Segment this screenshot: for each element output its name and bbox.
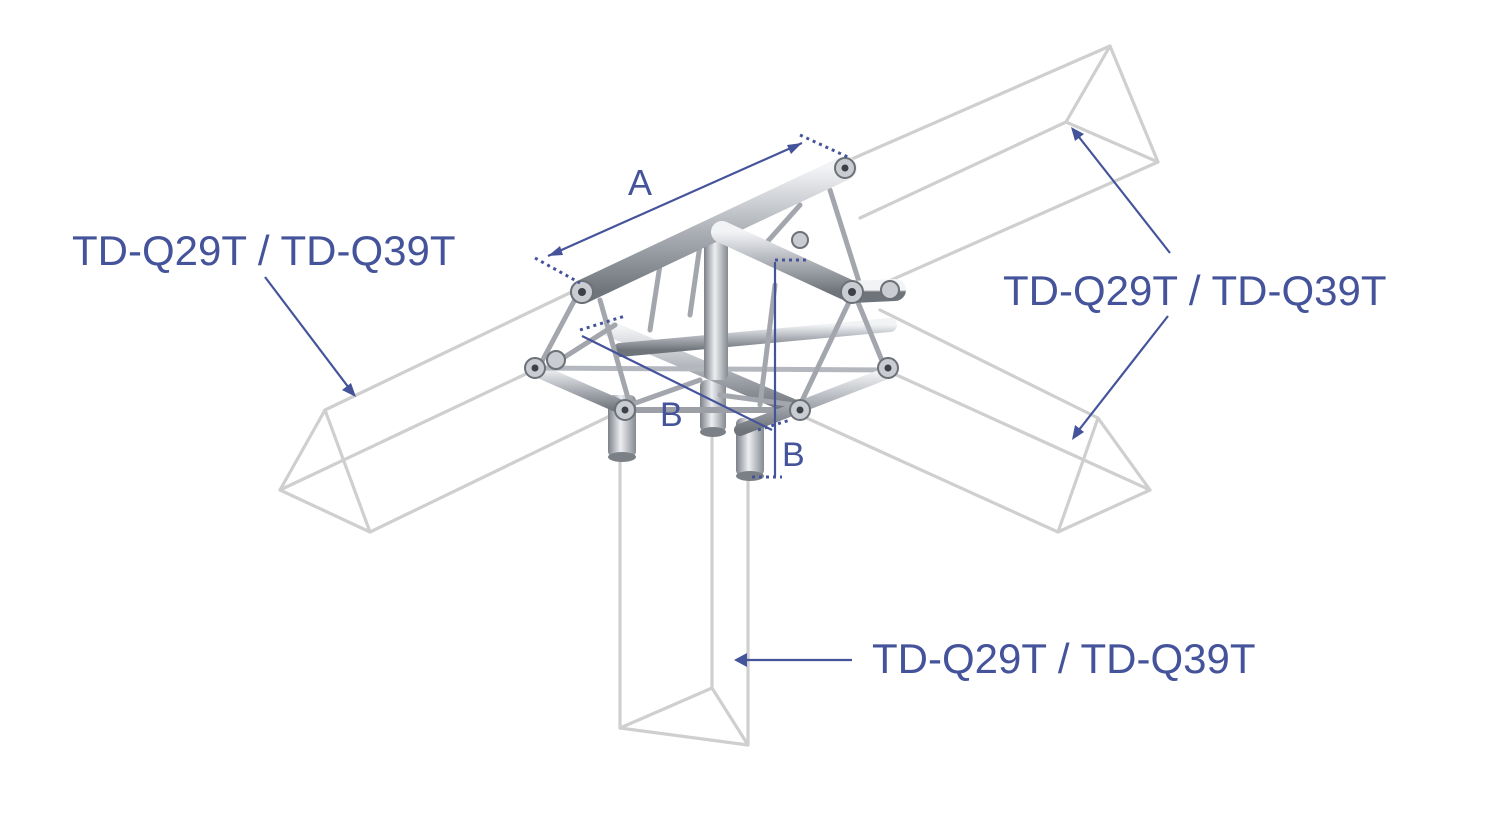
- central-post: [704, 240, 728, 380]
- callout-right: TD-Q29T / TD-Q39T: [1003, 127, 1387, 440]
- top-chord-cross: [711, 221, 863, 303]
- dimension-b-vertical-label: B: [782, 436, 805, 474]
- dimension-a: A: [534, 133, 851, 285]
- callout-left: TD-Q29T / TD-Q39T: [72, 227, 456, 397]
- callout-bottom: TD-Q29T / TD-Q39T: [734, 635, 1256, 682]
- dimension-b-vertical: B: [752, 258, 808, 479]
- dimension-b-diagonal-label: B: [660, 396, 683, 434]
- ghost-truss-bottom: [618, 428, 750, 747]
- ghost-truss-lower-right: [798, 308, 1152, 534]
- truss-junction: [524, 156, 906, 481]
- label-left-arm: TD-Q29T / TD-Q39T: [72, 227, 456, 274]
- dimension-a-label: A: [628, 162, 652, 203]
- label-right-arm: TD-Q29T / TD-Q39T: [1003, 267, 1387, 314]
- ghost-truss-upper-right: [843, 44, 1160, 287]
- label-bottom-arm: TD-Q29T / TD-Q39T: [872, 635, 1256, 682]
- ghost-truss-left: [278, 286, 614, 534]
